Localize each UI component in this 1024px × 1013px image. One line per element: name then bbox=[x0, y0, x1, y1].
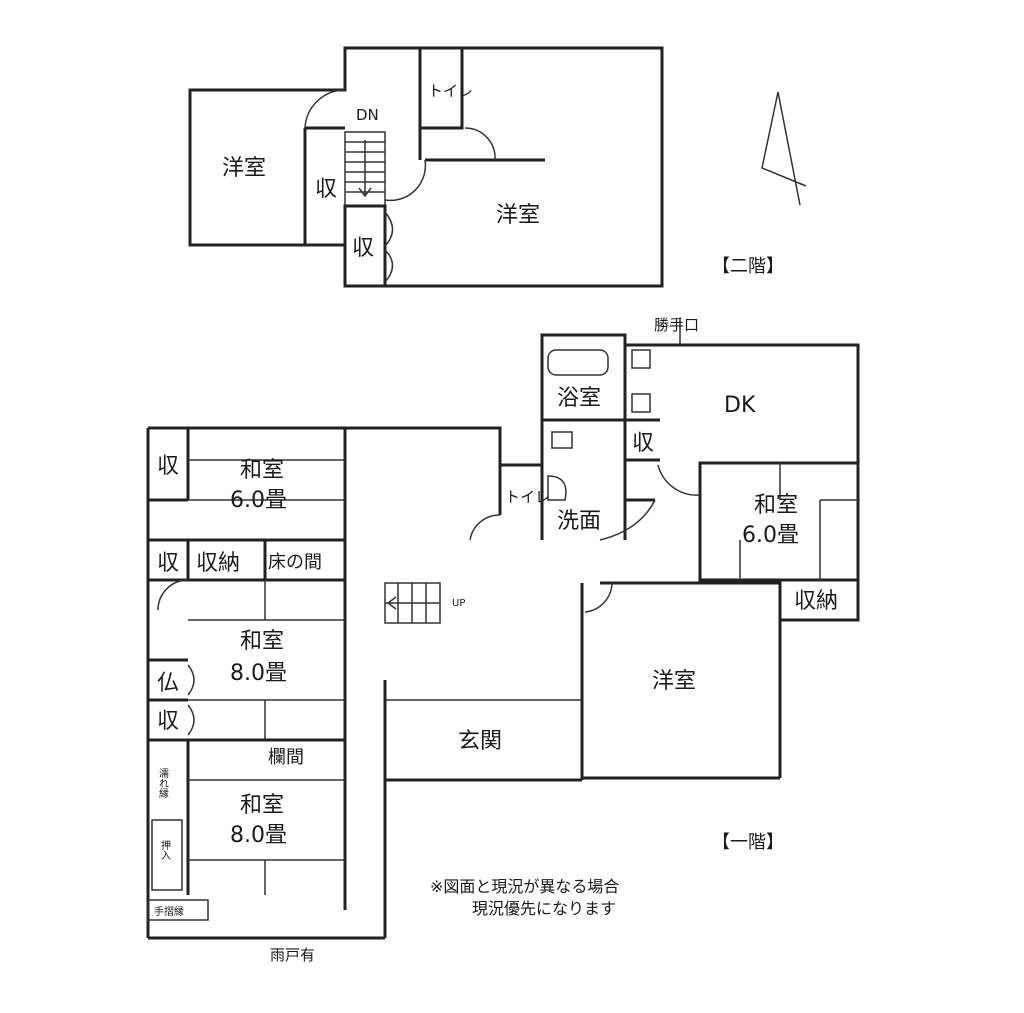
washitsu-c-label: 和室 bbox=[240, 793, 284, 818]
back-door-label: 勝手口 bbox=[654, 316, 699, 334]
storage-4-label: 収 bbox=[632, 431, 654, 456]
nure-en-label: 濡れ縁 bbox=[157, 768, 169, 798]
f2-west-room-label: 洋室 bbox=[222, 156, 266, 181]
shuno-2-label: 収納 bbox=[794, 589, 838, 614]
washitsu-b-label: 和室 bbox=[240, 629, 284, 654]
washitsu-c-size: 8.0畳 bbox=[230, 823, 287, 848]
oshiire-small-label: 押入 bbox=[159, 839, 171, 860]
f2-stairs-down-label: DN bbox=[356, 106, 379, 124]
stairs-up-label: UP bbox=[452, 598, 465, 609]
f2-floor-label: 【二階】 bbox=[712, 256, 784, 277]
western-room-label: 洋室 bbox=[652, 669, 696, 694]
washroom-label: 洗面 bbox=[557, 509, 601, 534]
second-floor: 洋室 洋室 収 収 トイレ DN 【二階】 bbox=[188, 46, 784, 288]
storage-3-label: 収 bbox=[157, 709, 179, 734]
storage-1-label: 収 bbox=[157, 454, 179, 479]
shuno-1-label: 収納 bbox=[196, 551, 240, 576]
storage-2-label: 収 bbox=[157, 551, 179, 576]
amado-label: 雨戸有 bbox=[270, 946, 315, 964]
ranma-label: 欄間 bbox=[268, 747, 304, 768]
note-line-2: 現況優先になります bbox=[472, 899, 616, 918]
f2-toilet-label: トイレ bbox=[428, 82, 473, 100]
tokonoma-label: 床の間 bbox=[268, 552, 322, 573]
washitsu-b-size: 8.0畳 bbox=[230, 661, 287, 686]
washitsu-a-label: 和室 bbox=[240, 458, 284, 483]
f2-storage-b-label: 収 bbox=[352, 236, 374, 261]
entrance-label: 玄関 bbox=[458, 729, 502, 754]
f1-floor-label: 【一階】 bbox=[712, 832, 784, 853]
bench-label: 手摺縁 bbox=[154, 905, 184, 918]
note-line-1: ※図面と現況が異なる場合 bbox=[430, 877, 619, 896]
f1-toilet-label: トイレ bbox=[505, 488, 550, 506]
washitsu-a-size: 6.0畳 bbox=[230, 488, 287, 513]
washitsu-d-label: 和室 bbox=[754, 493, 798, 518]
f2-storage-a-label: 収 bbox=[315, 177, 337, 202]
dk-label: DK bbox=[724, 393, 756, 418]
butsudan-label: 仏 bbox=[157, 671, 179, 696]
first-floor: 和室 6.0畳 和室 8.0畳 和室 8.0畳 和室 6.0畳 収 収 収 収 … bbox=[146, 316, 860, 964]
washitsu-d-size: 6.0畳 bbox=[742, 523, 799, 548]
f2-east-room-label: 洋室 bbox=[496, 203, 540, 228]
bath-label: 浴室 bbox=[557, 386, 601, 411]
north-arrow-icon bbox=[761, 91, 807, 206]
